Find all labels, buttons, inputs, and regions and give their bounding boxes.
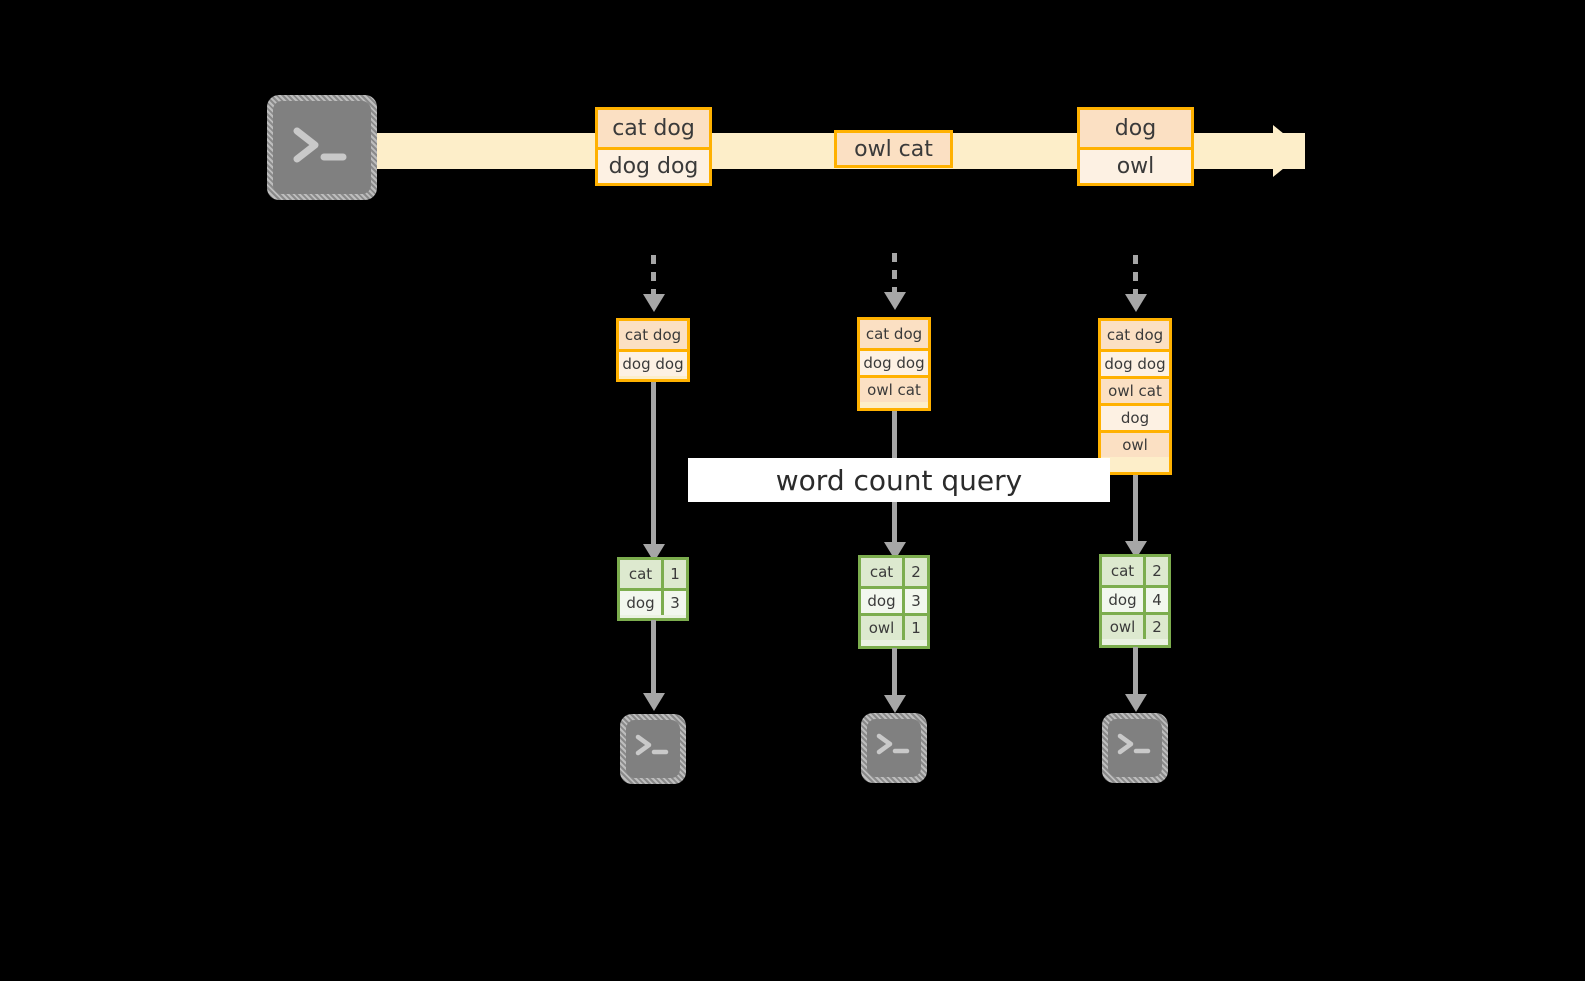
sink-arrowhead-2-icon (884, 695, 906, 713)
terminal-face (1108, 719, 1162, 777)
terminal-prompt-icon (876, 733, 910, 755)
terminal-face (626, 720, 680, 778)
snapshot-row: owl cat (860, 375, 928, 402)
snapshot-box-1: cat dog dog dog (616, 318, 690, 382)
snapshot-row: dog (1101, 403, 1169, 430)
sink-arrow-3 (1133, 647, 1138, 699)
source-terminal-icon (267, 95, 377, 200)
sink-terminal-icon-1 (620, 714, 686, 784)
result-count: 1 (902, 616, 927, 640)
result-count: 2 (1143, 615, 1168, 639)
sink-arrowhead-3-icon (1125, 694, 1147, 712)
snapshot-box-3: cat dog dog dog owl cat dog owl (1098, 318, 1172, 475)
sink-arrowhead-1-icon (643, 693, 665, 711)
stream-record-cell: dog (1080, 110, 1191, 147)
query-label: word count query (775, 463, 1023, 497)
stream-record-group-3: dog owl (1077, 107, 1194, 186)
sink-arrow-2 (892, 648, 897, 700)
snapshot-row: owl cat (1101, 376, 1169, 403)
snapshot-box-2: cat dog dog dog owl cat (857, 317, 931, 411)
stream-record-cell: owl cat (837, 133, 950, 165)
snapshot-row: dog dog (619, 349, 687, 376)
snapshot-row: cat dog (1101, 321, 1169, 349)
result-word: dog (620, 591, 661, 615)
result-count: 4 (1143, 588, 1168, 612)
stream-record-cell: owl (1080, 146, 1191, 183)
sink-arrow-1 (651, 620, 656, 698)
ingest-arrowhead-2-icon (884, 292, 906, 310)
result-count: 3 (902, 589, 927, 613)
snapshot-row: dog dog (1101, 349, 1169, 376)
result-word: cat (620, 560, 661, 588)
stream-record-cell: dog dog (598, 146, 709, 183)
snapshot-row: dog dog (860, 348, 928, 375)
snapshot-row: cat dog (860, 320, 928, 348)
sink-terminal-icon-2 (861, 713, 927, 783)
terminal-prompt-icon (293, 127, 347, 163)
result-count: 1 (661, 560, 686, 588)
result-count: 3 (661, 591, 686, 615)
result-word: owl (1102, 615, 1143, 639)
result-count: 2 (1143, 557, 1168, 585)
terminal-prompt-icon (635, 734, 669, 756)
snapshot-row: cat dog (619, 321, 687, 349)
result-table-3: cat 2 dog 4 owl 2 (1099, 554, 1171, 648)
result-word: cat (861, 558, 902, 586)
stream-record-group-2: owl cat (834, 130, 953, 168)
ingest-arrow-1 (651, 255, 656, 295)
result-count: 2 (902, 558, 927, 586)
terminal-face (867, 719, 921, 777)
sink-terminal-icon-3 (1102, 713, 1168, 783)
terminal-prompt-icon (1117, 733, 1151, 755)
result-word: dog (1102, 588, 1143, 612)
stream-arrowhead-icon (1273, 125, 1305, 177)
stream-record-cell: cat dog (598, 110, 709, 147)
query-arrow-3 (1133, 472, 1138, 550)
terminal-face (273, 101, 371, 194)
result-word: dog (861, 589, 902, 613)
result-table-1: cat 1 dog 3 (617, 557, 689, 621)
ingest-arrow-2 (892, 253, 897, 293)
stream-record-group-1: cat dog dog dog (595, 107, 712, 186)
result-table-2: cat 2 dog 3 owl 1 (858, 555, 930, 649)
query-arrow-1 (651, 381, 656, 549)
result-word: cat (1102, 557, 1143, 585)
ingest-arrowhead-1-icon (643, 294, 665, 312)
result-word: owl (861, 616, 902, 640)
ingest-arrowhead-3-icon (1125, 294, 1147, 312)
snapshot-row: owl (1101, 430, 1169, 457)
query-label-band: word count query (688, 458, 1110, 502)
ingest-arrow-3 (1133, 255, 1138, 295)
